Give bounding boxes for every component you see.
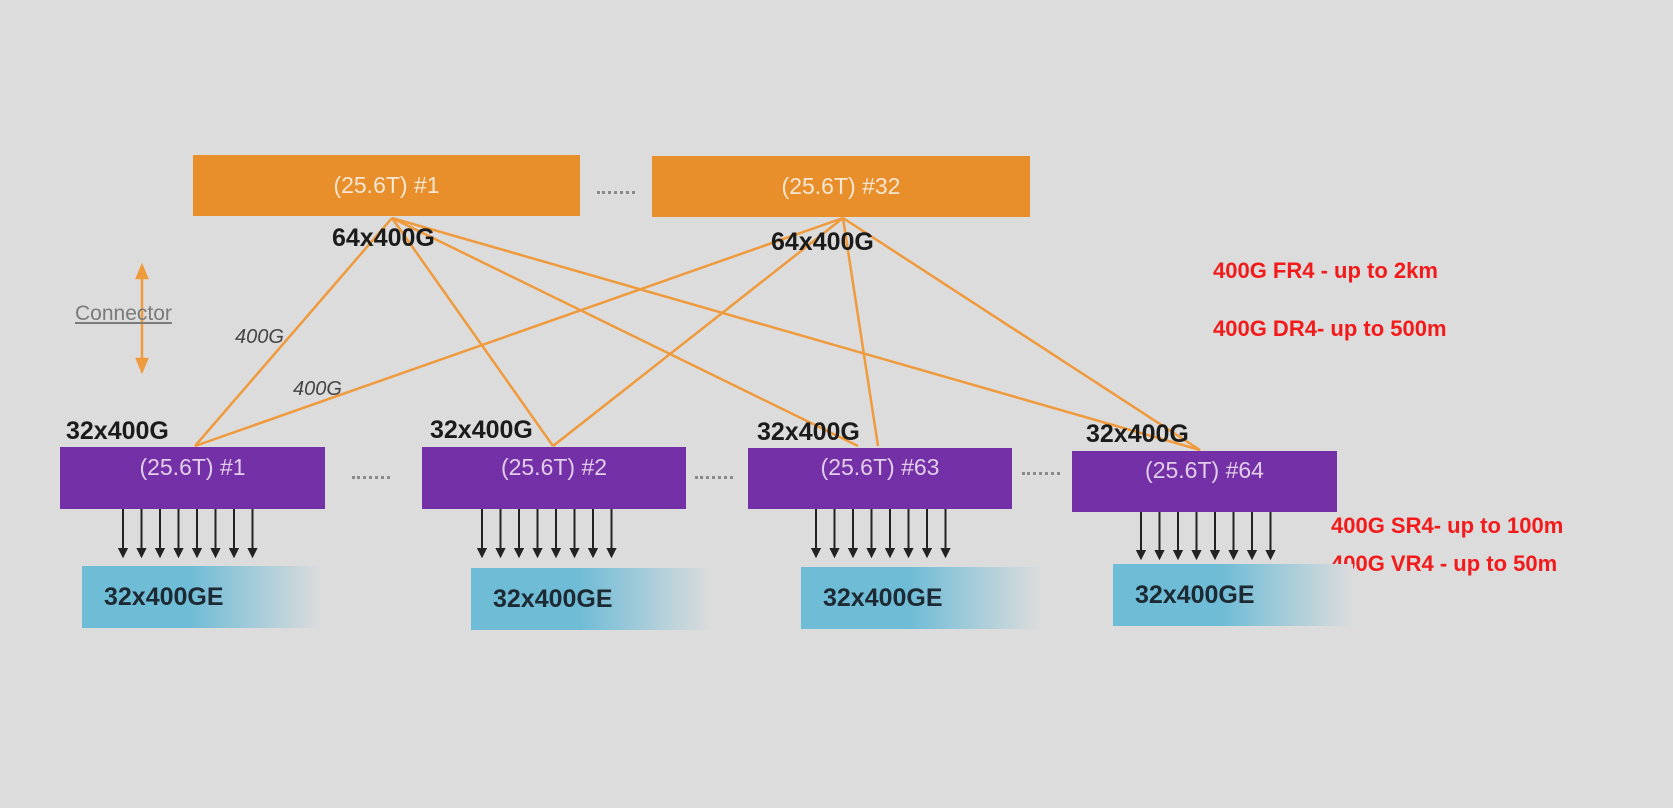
server-group-64[interactable]: 32x400GE — [1113, 564, 1353, 626]
leaf-label: (25.6T) #2 — [500, 453, 608, 480]
server-group-2[interactable]: 32x400GE — [471, 568, 711, 630]
optics-dr4: 400G DR4- up to 500m — [1213, 316, 1447, 341]
leaf-ports-label: 32x400G — [66, 417, 169, 445]
server-label: 32x400GE — [1135, 580, 1255, 609]
spine-ellipsis — [597, 191, 635, 194]
link-label: 400G — [235, 326, 284, 348]
spine-switch-32[interactable]: (25.6T) #32 — [652, 156, 1030, 217]
spine-ports-label: 64x400G — [771, 228, 874, 256]
leaf-ellipsis — [695, 476, 733, 479]
leaf-switch-2[interactable]: (25.6T) #2 — [422, 447, 686, 509]
connector-arrow-icon — [135, 262, 149, 375]
connector-label: Connector — [75, 302, 172, 325]
leaf-ellipsis — [352, 476, 390, 479]
leaf-ports-label: 32x400G — [430, 416, 533, 444]
link-spine1-leaf64 — [391, 216, 1201, 452]
server-group-1[interactable]: 32x400GE — [82, 566, 322, 628]
optics-vr4: 400G VR4 - up to 50m — [1331, 551, 1558, 576]
optics-fr4: 400G FR4 - up to 2km — [1213, 258, 1438, 283]
link-spine1-leaf2 — [390, 217, 555, 447]
leaf-switch-64[interactable]: (25.6T) #64 — [1072, 451, 1337, 512]
server-label: 32x400GE — [823, 583, 943, 612]
link-spine1-leaf63 — [391, 216, 859, 448]
leaf-switch-1[interactable]: (25.6T) #1 — [60, 447, 325, 509]
leaf-label: (25.6T) #64 — [1145, 457, 1264, 483]
leaf-ports-label: 32x400G — [1086, 420, 1189, 448]
server-label: 32x400GE — [493, 584, 613, 613]
leaf-label: (25.6T) #63 — [820, 454, 940, 480]
leaf-label: (25.6T) #1 — [139, 453, 246, 480]
leaf-ports-label: 32x400G — [757, 418, 860, 446]
spine-ports-label: 64x400G — [332, 224, 435, 252]
server-label: 32x400GE — [104, 582, 224, 611]
link-spine32-leaf1 — [194, 216, 844, 448]
link-spine32-leaf63 — [841, 217, 880, 447]
spine-label: (25.6T) #32 — [781, 173, 901, 199]
link-spine32-leaf2 — [552, 217, 844, 447]
spine-label: (25.6T) #1 — [333, 172, 440, 198]
link-spine1-leaf1 — [194, 217, 393, 447]
optics-sr4: 400G SR4- up to 100m — [1331, 513, 1564, 538]
leaf-ellipsis — [1022, 472, 1060, 475]
server-group-63[interactable]: 32x400GE — [801, 567, 1041, 629]
link-label: 400G — [293, 378, 342, 400]
spine-switch-1[interactable]: (25.6T) #1 — [193, 155, 580, 216]
leaf-switch-63[interactable]: (25.6T) #63 — [748, 448, 1012, 509]
link-spine32-leaf64 — [842, 216, 1201, 452]
